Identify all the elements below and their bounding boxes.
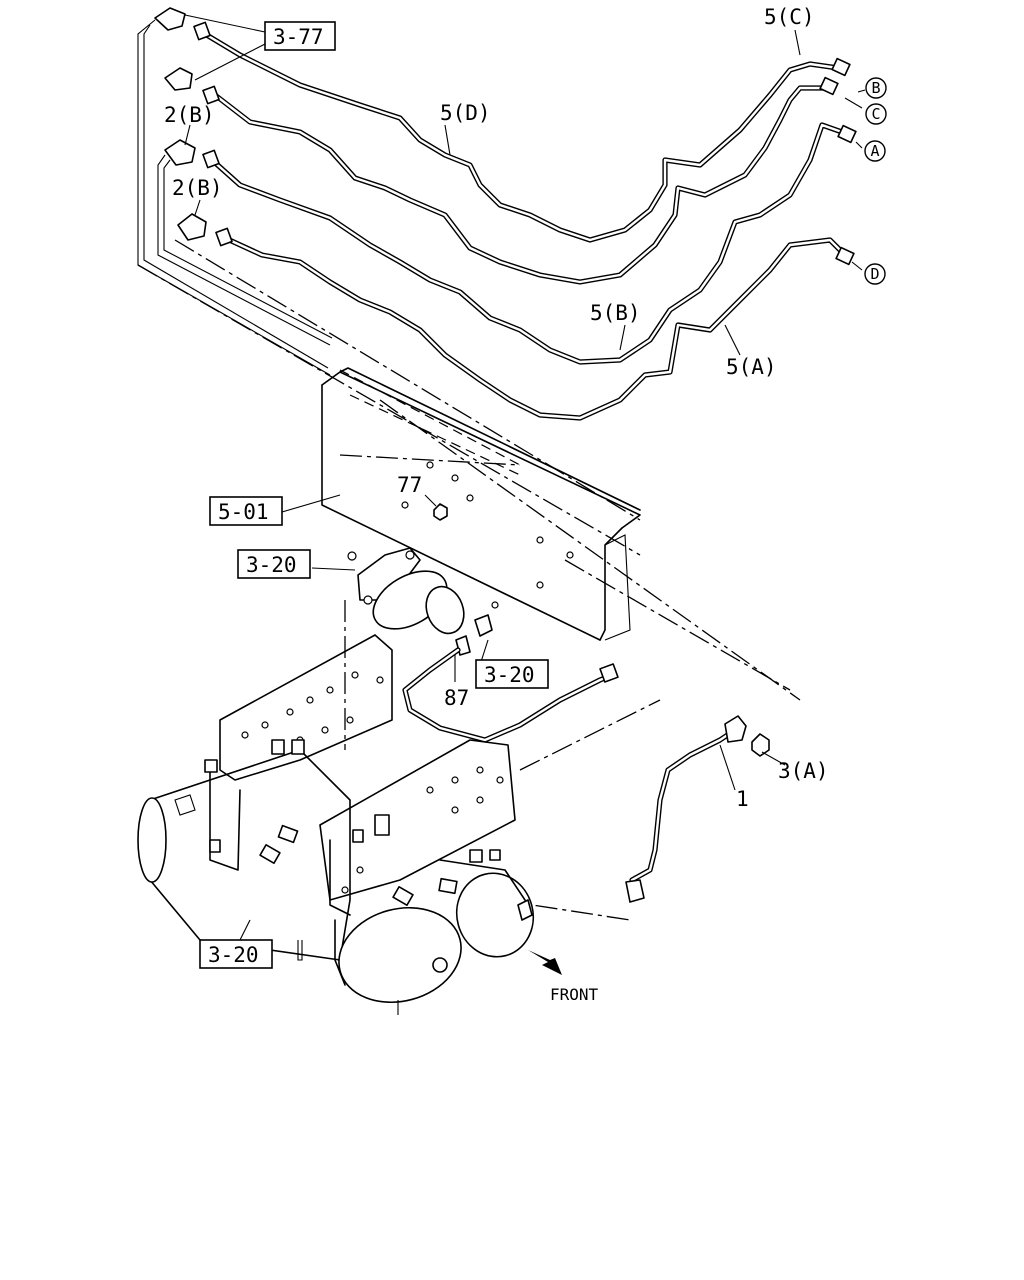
callout-3-20-bottom: 3-20 (199, 939, 273, 969)
callout-3-77: 3-77 (264, 21, 336, 51)
callout-3-20-bottom-label: 3-20 (208, 943, 259, 967)
marker-d-label: D (870, 265, 879, 283)
left-connectors (154, 7, 233, 247)
pipe-5a (222, 235, 848, 421)
dashed-leaders (137, 239, 801, 921)
front-arrow-icon (528, 950, 562, 975)
marker-b-label: B (871, 79, 880, 97)
label-nut-77: 77 (397, 473, 422, 497)
callout-3-20-mid: 3-20 (475, 659, 549, 689)
pipe-87 (402, 647, 619, 743)
callout-3-20-top: 3-20 (237, 549, 311, 579)
front-direction-label: FRONT (550, 985, 599, 1004)
pipe-5d (202, 31, 841, 243)
callout-3-20-top-label: 3-20 (246, 553, 297, 577)
label-pipe-5a: 5(A) (726, 355, 777, 379)
label-pipe-1: 1 (736, 787, 749, 811)
label-connector-2b-lower: 2(B) (172, 176, 223, 200)
frame-rail (321, 367, 641, 641)
part-labels: 5(C) 5(D) 2(B) 2(B) 5(B) 5(A) 77 87 3(A)… (164, 5, 829, 811)
pipe-5c (212, 85, 831, 285)
relay-valve (347, 547, 493, 656)
connection-marker-b: B (865, 77, 887, 99)
label-pipe-5b: 5(B) (590, 301, 641, 325)
pipe-5b (209, 122, 845, 365)
nut-3a (751, 733, 786, 766)
connection-marker-c: C (865, 103, 887, 125)
marker-c-label: C (871, 105, 880, 123)
callout-5-01-label: 5-01 (218, 500, 269, 524)
marker-a-label: A (870, 142, 879, 160)
label-connector-2b-upper: 2(B) (164, 103, 215, 127)
pipe-1 (625, 715, 747, 903)
connection-marker-d: D (864, 263, 886, 285)
pipe-end-fittings (819, 57, 857, 266)
callout-leaders (184, 14, 866, 941)
nut-77 (424, 494, 448, 521)
callout-3-20-mid-label: 3-20 (484, 663, 535, 687)
bracket-holes (241, 671, 504, 894)
tank-fittings (204, 739, 501, 906)
label-pipe-5d: 5(D) (440, 101, 491, 125)
callout-3-77-label: 3-77 (273, 25, 324, 49)
connection-marker-a: A (864, 140, 886, 162)
callout-5-01: 5-01 (209, 496, 283, 526)
label-fitting-87: 87 (444, 686, 469, 710)
air-tank-assembly (137, 634, 535, 1015)
label-nut-3a: 3(A) (778, 759, 829, 783)
label-pipe-5c: 5(C) (764, 5, 815, 29)
brake-pipes (202, 31, 848, 421)
